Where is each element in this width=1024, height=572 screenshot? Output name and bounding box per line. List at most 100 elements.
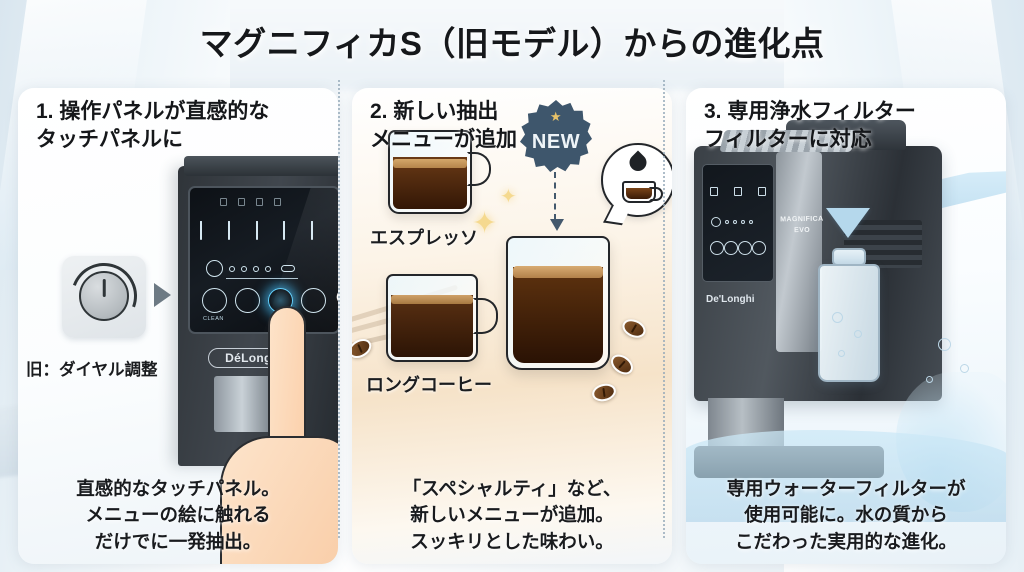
bubble-icon [926,376,933,383]
panel-touch-control: CLEAN DéLonghi 旧：ダイヤル調整 1. [18,88,338,564]
coffee-bean [607,350,637,379]
machine3-beverage-icons[interactable] [710,187,766,196]
bean-strength-icon[interactable] [206,260,223,277]
cup-handle [467,152,491,186]
long-coffee-crema [391,295,473,304]
pointing-hand-illustration [214,306,338,564]
long-coffee-label: ロングコーヒー [366,375,492,395]
title-bar: マグニフィカS（旧モデル）からの進化点 [0,10,1024,72]
status-icon-beans [238,198,245,206]
water-pool [686,430,1006,522]
panel-row: CLEAN DéLonghi 旧：ダイヤル調整 1. [18,88,1006,564]
panel1-caption: 直感的なタッチパネル。 メニューの絵に触れる だけでに一発抽出。 [76,477,280,553]
clean-button-label: CLEAN [203,316,224,322]
panel3-artwork: De'Longhi MAGNIFICA EVO [686,88,1006,564]
espresso-label: エスプレッソ [370,228,478,248]
specialty-crema [513,266,603,278]
background-ceiling [170,0,854,90]
coffee-icon[interactable] [734,187,742,196]
espresso-crema [393,159,467,168]
evolution-arrow-icon [154,283,171,307]
panel2-heading: 2. 新しい抽出 メニューが追加 [370,100,517,152]
strength-dot-2[interactable] [241,265,247,272]
water-filter-cartridge [818,264,880,382]
bubble-icon [838,350,845,357]
panel3-caption: 専用ウォーターフィルターが 使用可能に。水の質から こだわった実用的な進化。 [726,477,966,553]
bubble-icon [960,364,969,373]
hot-water-icon[interactable] [311,221,328,240]
machine-top-cover [184,156,338,176]
settings-button[interactable] [738,241,752,255]
specialty-glass-illustration [506,236,610,370]
strength-selector-row[interactable] [206,260,322,277]
long-coffee-cup-illustration [386,274,498,362]
espresso-icon[interactable] [200,221,217,240]
function-button-row[interactable] [202,288,326,313]
specialty-liquid [513,267,603,363]
bubble-icon [938,338,951,351]
model-name-text: MAGNIFICA EVO [780,215,824,235]
panel-new-menu: エスプレッソ ロングコーヒー ★ NEW [352,88,672,564]
old-dial-illustration [60,252,148,340]
coffee-icon[interactable] [255,221,273,240]
strength-dot-1[interactable] [229,265,235,272]
speech-bubble [601,143,672,217]
strength-dot-1[interactable] [725,220,729,224]
new-badge-label: NEW [531,130,581,153]
badge-arrow-icon [550,172,564,231]
bubble-icon [854,330,862,338]
strength-dot-3[interactable] [741,220,745,224]
strength-dot-3[interactable] [253,265,259,272]
clean-button[interactable] [710,241,724,255]
star-icon: ★ [549,109,563,124]
status-icon-tray [274,198,281,206]
espresso-icon[interactable] [710,187,718,196]
water-flow-arrow-icon [826,208,870,238]
beverage-icon-row [200,221,328,240]
touch-panel-display: CLEAN [188,186,338,334]
doppio-icon[interactable] [227,221,245,240]
sparkle-icon: ✦ [472,207,498,240]
status-icon-warning [256,198,263,206]
long-coffee-liquid [391,295,473,357]
cup-handle [473,298,498,334]
strength-dot-4[interactable] [749,220,753,224]
coffee-bean [619,315,649,342]
mini-coffee-cup-icon [622,181,663,203]
coffee-bean [590,381,618,404]
bean-strength-icon[interactable] [711,217,721,227]
panel1-heading: 1. 操作パネルが直感的な タッチパネルに [36,100,270,152]
strength-slider-track[interactable] [226,278,298,280]
panel3-heading: 3. 専用浄水フィルター フィルターに対応 [704,100,916,152]
rotary-dial-knob [79,271,129,321]
aroma-key-icon[interactable] [281,265,295,272]
long-coffee-icon[interactable] [283,221,300,240]
machine-side-band [776,152,822,352]
page-title: マグニフィカS（旧モデル）からの進化点 [199,25,825,62]
palm [220,436,338,564]
panel1-artwork: CLEAN DéLonghi 旧：ダイヤル調整 [18,88,338,564]
milk-button[interactable] [235,288,260,313]
old-dial-label: 旧：ダイヤル調整 [26,361,158,379]
clean-button[interactable] [202,288,227,313]
panel-divider-2 [663,80,665,538]
bubble-icon [832,312,843,323]
milk-button[interactable] [724,241,738,255]
delonghi-logo: De'Longhi [706,294,755,305]
long-coffee-icon[interactable] [758,187,766,196]
panel2-artwork: エスプレッソ ロングコーヒー ★ NEW [352,88,672,564]
machine3-strength-row[interactable] [711,217,765,227]
panel-water-filter: De'Longhi MAGNIFICA EVO [686,88,1006,564]
sparkle-icon: ✦ [500,186,517,208]
strength-dot-4[interactable] [265,265,271,272]
status-icon-row [220,198,281,206]
panel2-caption: 「スペシャルティ」など、 新しいメニューが追加。 スッキリとした味わい。 [402,477,622,553]
espresso-cup-illustration [388,130,491,214]
panel-divider-1 [338,80,340,538]
power-button[interactable] [752,241,766,255]
power-button[interactable] [301,288,326,313]
machine3-button-row[interactable] [710,241,766,255]
machine3-control-panel [702,164,774,282]
strength-dot-2[interactable] [733,220,737,224]
